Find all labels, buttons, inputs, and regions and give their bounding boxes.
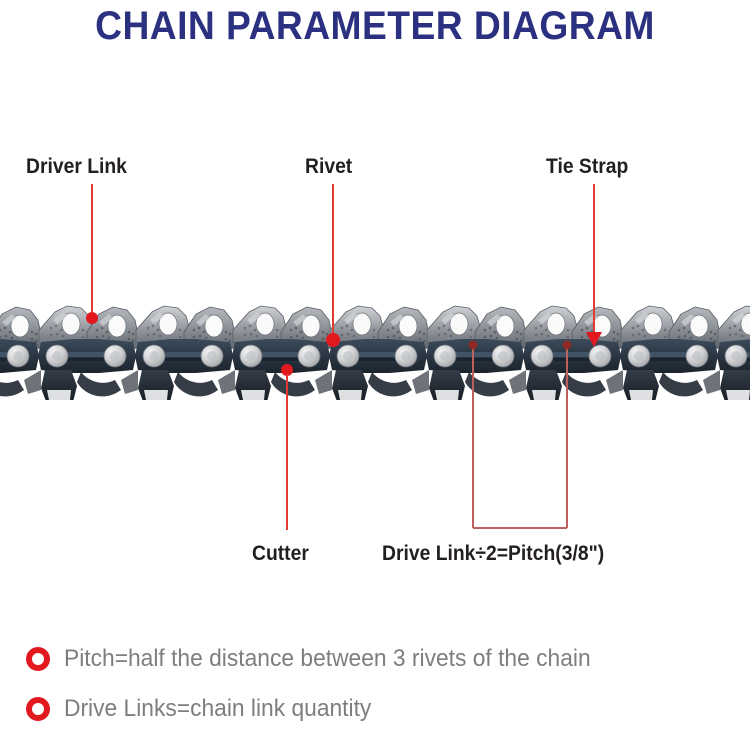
notes-list: Pitch=half the distance between 3 rivets… — [26, 634, 726, 734]
callout-label-pitch: Drive Link÷2=Pitch(3/8") — [382, 542, 605, 565]
callout-label-driver-link: Driver Link — [26, 155, 127, 178]
ring-bullet-icon — [26, 697, 50, 721]
note-text: Drive Links=chain link quantity — [64, 695, 372, 722]
note-text: Pitch=half the distance between 3 rivets… — [64, 645, 591, 672]
list-item: Drive Links=chain link quantity — [26, 684, 726, 734]
list-item: Pitch=half the distance between 3 rivets… — [26, 634, 726, 684]
callout-label-cutter: Cutter — [252, 542, 309, 565]
chain-svg — [0, 305, 750, 411]
callout-label-tie-strap: Tie Strap — [546, 155, 629, 178]
page-title: CHAIN PARAMETER DIAGRAM — [95, 4, 655, 48]
callout-label-rivet: Rivet — [305, 155, 353, 178]
chain-segments — [0, 305, 750, 411]
saw-chain-illustration — [0, 270, 750, 411]
ring-bullet-icon — [26, 647, 50, 671]
